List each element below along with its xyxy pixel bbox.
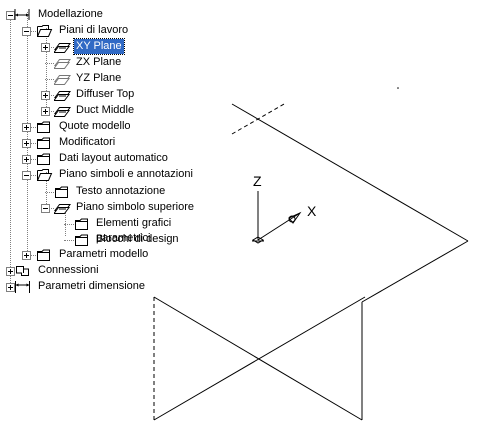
x-axis-arrow — [288, 211, 302, 224]
tree-item-label[interactable]: Modellazione — [38, 8, 103, 20]
tree-item-label[interactable]: Piano simbolo superiore — [76, 201, 195, 213]
tree-connector — [26, 175, 36, 176]
plane-edge — [231, 103, 469, 242]
plane-edge-hidden — [231, 103, 285, 135]
tree-connector — [45, 79, 54, 80]
tree-item-label[interactable]: Diffuser Top — [76, 88, 135, 100]
folder-icon — [36, 120, 53, 134]
small-dot — [397, 87, 399, 89]
expand-toggle-icon[interactable] — [41, 107, 50, 116]
collapse-toggle-icon[interactable] — [22, 171, 31, 180]
tree-connector — [26, 255, 36, 256]
work-plane-icon — [53, 40, 71, 54]
tree-item-label[interactable]: Connessioni — [38, 264, 99, 276]
tree-connector — [64, 240, 74, 241]
tree-connector — [45, 63, 54, 64]
work-plane-outline-icon — [53, 56, 71, 70]
open-folder-icon — [36, 168, 53, 182]
tree-item-label[interactable]: Piano simboli e annotazioni — [59, 168, 193, 180]
tree-item-label[interactable]: XY Plane — [73, 38, 125, 55]
tree-item-label[interactable]: Elementi grafici parametrici — [96, 217, 172, 244]
work-plane-icon — [53, 88, 71, 102]
tree-connector — [65, 205, 66, 236]
ucs-origin-marker — [252, 236, 264, 244]
tree-connector — [64, 224, 74, 225]
folder-icon — [54, 185, 71, 199]
expand-toggle-icon[interactable] — [41, 91, 50, 100]
tree-item-label[interactable]: Blocchi di design — [96, 233, 179, 245]
expand-toggle-icon[interactable] — [22, 139, 31, 148]
tree-item-label[interactable]: Quote modello — [59, 120, 131, 132]
dimension-icon — [14, 280, 31, 294]
tree-item-label[interactable]: ZX Plane — [76, 56, 122, 68]
tree-item-label[interactable]: Parametri dimensione — [38, 280, 145, 292]
tree-item-label[interactable]: Duct Middle — [76, 104, 135, 116]
dimension-style-icon — [14, 8, 31, 22]
expand-toggle-icon[interactable] — [22, 123, 31, 132]
folder-icon — [36, 248, 53, 262]
tree-connector — [26, 127, 36, 128]
tree-connector — [46, 172, 47, 204]
plane-edge — [361, 240, 469, 303]
expand-toggle-icon[interactable] — [6, 267, 15, 276]
work-plane-icon — [53, 201, 71, 215]
tree-item-label[interactable]: Modificatori — [59, 136, 116, 148]
x-axis-label: X — [307, 203, 317, 219]
tree-item-label[interactable]: YZ Plane — [76, 72, 122, 84]
connection-icon — [14, 264, 31, 278]
tree-item-label[interactable]: Piani di lavoro — [59, 24, 129, 36]
x-axis-arrow-ring — [288, 215, 296, 223]
collapse-toggle-icon[interactable] — [41, 204, 50, 213]
tree-connector — [26, 143, 36, 144]
folder-icon — [74, 233, 91, 247]
tree-connector — [10, 12, 11, 283]
x-axis-line — [257, 212, 301, 241]
folder-icon — [36, 152, 53, 166]
folder-icon — [36, 136, 53, 150]
expand-toggle-icon[interactable] — [22, 251, 31, 260]
folder-icon — [74, 217, 91, 231]
plane-edge — [153, 296, 363, 421]
tree-connector — [46, 28, 47, 107]
tree-item-label[interactable]: Parametri modello — [59, 248, 149, 260]
z-axis-label: Z — [253, 173, 262, 189]
tree-connector — [26, 159, 36, 160]
expand-toggle-icon[interactable] — [6, 283, 15, 292]
expand-toggle-icon[interactable] — [22, 155, 31, 164]
tree-item-label[interactable]: Testo annotazione — [76, 185, 166, 197]
tree-connector — [45, 192, 54, 193]
work-plane-outline-icon — [53, 72, 71, 86]
tree-connector — [26, 31, 36, 32]
tree-item-label[interactable]: Dati layout automatico — [59, 152, 168, 164]
open-folder-icon — [36, 24, 53, 38]
work-plane-icon — [53, 104, 71, 118]
expand-toggle-icon[interactable] — [41, 43, 50, 52]
plane-edge — [153, 296, 366, 421]
collapse-toggle-icon[interactable] — [22, 27, 31, 36]
